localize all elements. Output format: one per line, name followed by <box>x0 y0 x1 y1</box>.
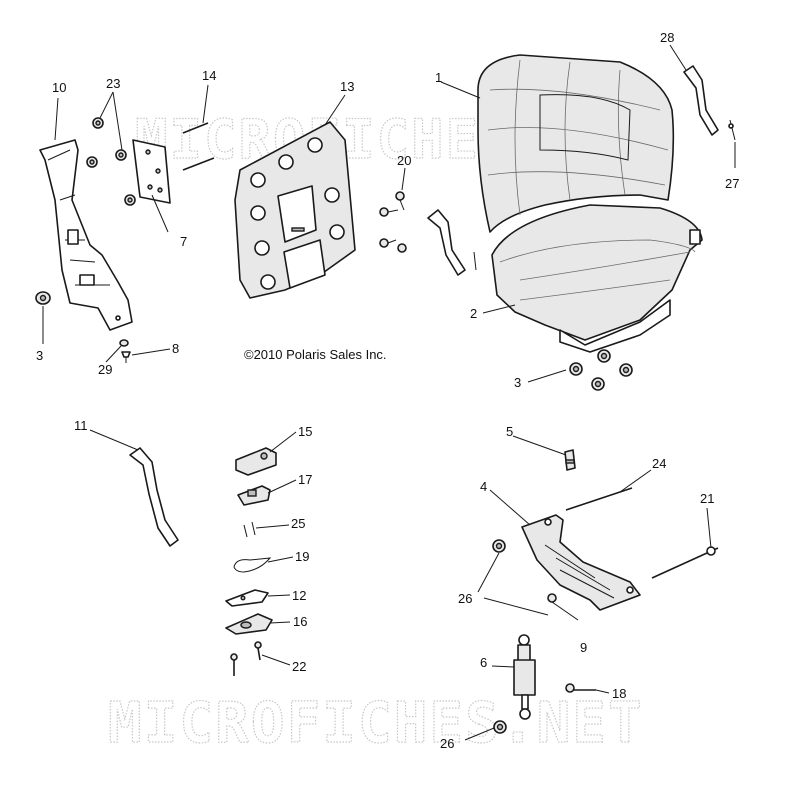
callout-3-right: 3 <box>514 375 521 390</box>
part-24-rod[interactable] <box>565 487 633 511</box>
seat-latch-strap[interactable] <box>427 209 477 276</box>
callout-8: 8 <box>172 341 179 356</box>
callout-21: 21 <box>700 491 714 506</box>
copyright-notice: ©2010 Polaris Sales Inc. <box>244 347 387 362</box>
part-17-latch[interactable] <box>237 485 271 506</box>
callout-17: 17 <box>298 472 312 487</box>
part-3-nut-left[interactable] <box>35 291 51 305</box>
part-22-screws[interactable] <box>230 641 262 676</box>
callout-5: 5 <box>506 424 513 439</box>
part-12-plate[interactable] <box>225 589 269 607</box>
part-13-seat-base-plate[interactable] <box>234 121 356 299</box>
part-10-bracket[interactable] <box>39 139 133 331</box>
callout-29: 29 <box>98 362 112 377</box>
callout-12: 12 <box>292 588 306 603</box>
part-23-nuts[interactable] <box>86 117 136 206</box>
part-15-block[interactable] <box>235 447 277 476</box>
callout-19: 19 <box>295 549 309 564</box>
part-20-screws[interactable] <box>379 191 407 253</box>
part-7-plate[interactable] <box>132 139 171 204</box>
callout-2: 2 <box>470 306 477 321</box>
callout-14: 14 <box>202 68 216 83</box>
part-28-strap[interactable] <box>683 65 719 136</box>
callout-6: 6 <box>480 655 487 670</box>
part-16-bracket[interactable] <box>225 613 273 635</box>
part-5-fitting[interactable] <box>564 449 576 471</box>
callout-7: 7 <box>180 234 187 249</box>
part-3-nuts-right[interactable] <box>569 349 633 391</box>
callout-9: 9 <box>580 640 587 655</box>
callout-23: 23 <box>106 76 120 91</box>
callout-28: 28 <box>660 30 674 45</box>
part-18-bolt[interactable] <box>565 683 596 693</box>
callout-3-left: 3 <box>36 348 43 363</box>
part-1-seat-back[interactable] <box>477 54 675 233</box>
callout-13: 13 <box>340 79 354 94</box>
callout-labels: 1 2 3 3 4 5 6 7 8 9 10 11 12 13 14 15 16… <box>36 30 739 751</box>
callout-16: 16 <box>293 614 307 629</box>
callout-26-lower: 26 <box>440 736 454 751</box>
callout-25: 25 <box>291 516 305 531</box>
callout-10: 10 <box>52 80 66 95</box>
callout-27: 27 <box>725 176 739 191</box>
part-8-screw[interactable] <box>121 351 131 363</box>
watermark-bottom: MICROFICHES.NET <box>108 691 644 756</box>
callout-11: 11 <box>74 418 88 433</box>
part-25-pins[interactable] <box>243 521 256 538</box>
callout-15: 15 <box>298 424 312 439</box>
part-4-frame[interactable] <box>521 514 641 611</box>
callout-26-upper: 26 <box>458 591 472 606</box>
part-6-shock-absorber[interactable] <box>513 634 536 720</box>
part-11-strap[interactable] <box>129 447 179 547</box>
part-2-seat-bottom[interactable] <box>491 204 703 353</box>
part-26-nut-upper[interactable] <box>492 539 506 553</box>
part-29-washer[interactable] <box>119 339 129 347</box>
callout-1: 1 <box>435 70 442 85</box>
callout-22: 22 <box>292 659 306 674</box>
part-9-nut[interactable] <box>547 593 557 603</box>
part-27-pin[interactable] <box>728 119 736 141</box>
part-14-bolts[interactable] <box>182 122 215 171</box>
callout-18: 18 <box>612 686 626 701</box>
callout-4: 4 <box>480 479 487 494</box>
part-19-clip[interactable] <box>233 557 272 573</box>
leader-lines <box>42 44 736 741</box>
callout-24: 24 <box>652 456 666 471</box>
part-26-nut-lower[interactable] <box>493 720 507 734</box>
callout-20: 20 <box>397 153 411 168</box>
part-21-rod[interactable] <box>651 546 719 579</box>
